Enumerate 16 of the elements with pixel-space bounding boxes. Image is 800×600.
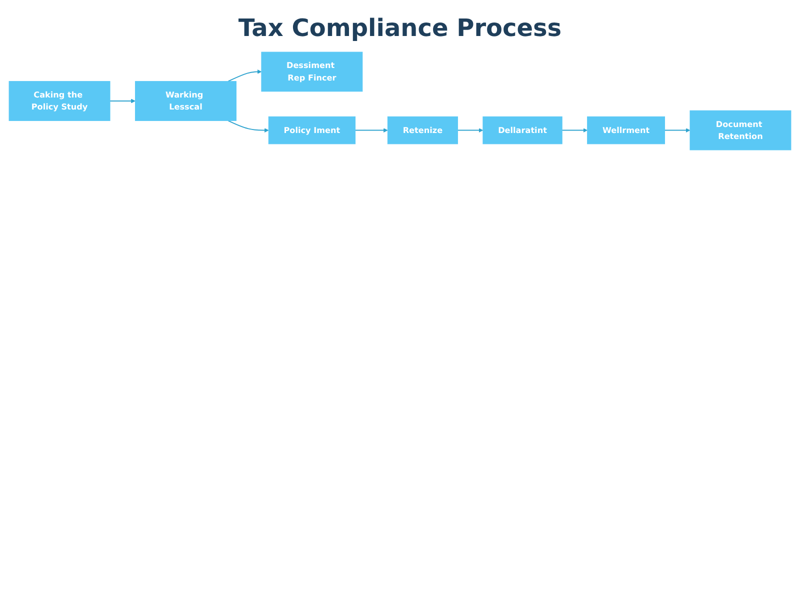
node-box: Policy Iment <box>268 116 356 144</box>
node-box: Wellrment <box>587 116 665 144</box>
node-box: Retenize <box>387 116 458 144</box>
node-box: Caking the Policy Study <box>8 81 110 121</box>
node-box: Dessiment Rep Fincer <box>261 52 363 92</box>
arrow <box>458 128 484 132</box>
arrow <box>355 128 388 132</box>
diagram-title: Tax Compliance Process <box>237 14 563 42</box>
arrow <box>562 128 588 132</box>
arrow <box>228 120 269 132</box>
node-box: Warking Lesscal <box>135 81 236 121</box>
arrow <box>228 70 262 82</box>
arrow <box>110 98 136 104</box>
node-box: Document Retention <box>690 110 792 150</box>
arrow <box>664 128 690 132</box>
node-box: Dellaratint <box>482 116 562 144</box>
